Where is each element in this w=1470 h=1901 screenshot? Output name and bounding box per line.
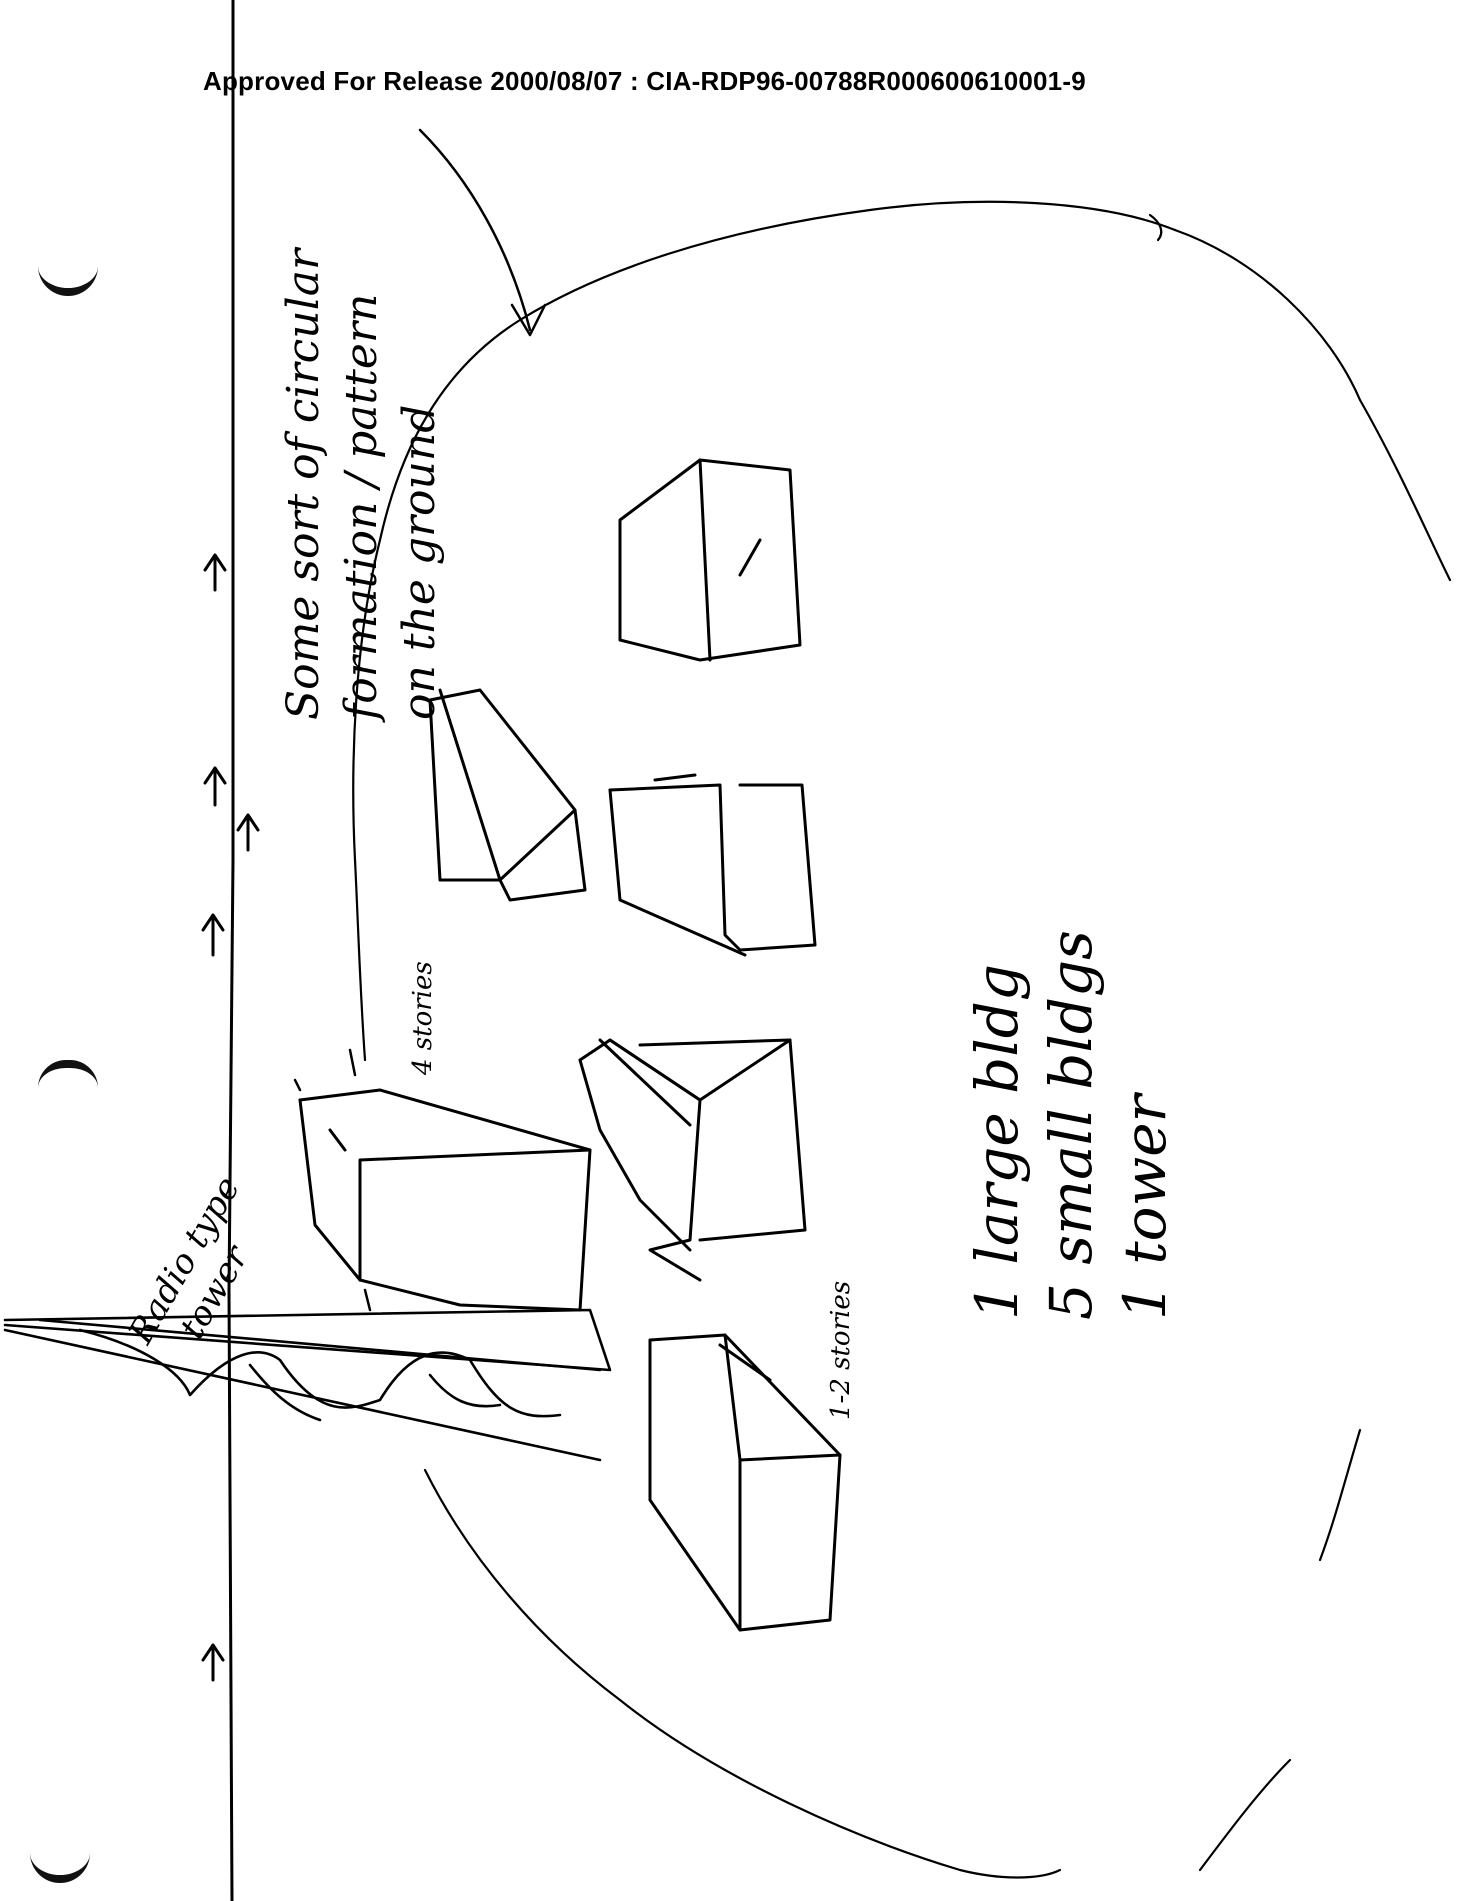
building-small-4 — [578, 1038, 807, 1282]
annotation-line-1: Some sort of circular — [278, 249, 329, 720]
pointer-arrow — [418, 128, 547, 337]
annotation-circular-formation: Some sort of circular formation / patter… — [275, 249, 449, 720]
building-small-5 — [648, 1333, 842, 1632]
radio-tower — [3, 1308, 612, 1462]
building-small-2 — [428, 688, 587, 902]
road-line — [201, 0, 260, 1901]
release-header: Approved For Release 2000/08/07 : CIA-RD… — [203, 66, 1086, 96]
legend-line-2: 5 small bldgs — [1037, 930, 1105, 1320]
legend-line-3: 1 tower — [1111, 1094, 1179, 1320]
annotation-height-lower: 1-2 stories — [826, 1280, 856, 1420]
building-small-1 — [618, 458, 802, 662]
binder-hole-top — [38, 258, 98, 296]
annotation-line-2: formation / pattern — [336, 293, 387, 720]
binder-hole-bottom — [30, 1845, 90, 1883]
circular-formation-outline — [352, 200, 1452, 1879]
binder-hole-middle — [38, 1060, 98, 1088]
annotation-legend: 1 large bldg 5 small bldgs 1 tower — [960, 930, 1182, 1320]
annotation-line-3: on the ground — [394, 404, 445, 720]
sketch-marks — [293, 1048, 372, 1312]
annotation-height-upper: 4 stories — [408, 961, 438, 1075]
legend-line-1: 1 large bldg — [963, 963, 1031, 1320]
building-small-3 — [608, 773, 817, 957]
building-large — [298, 1088, 592, 1312]
